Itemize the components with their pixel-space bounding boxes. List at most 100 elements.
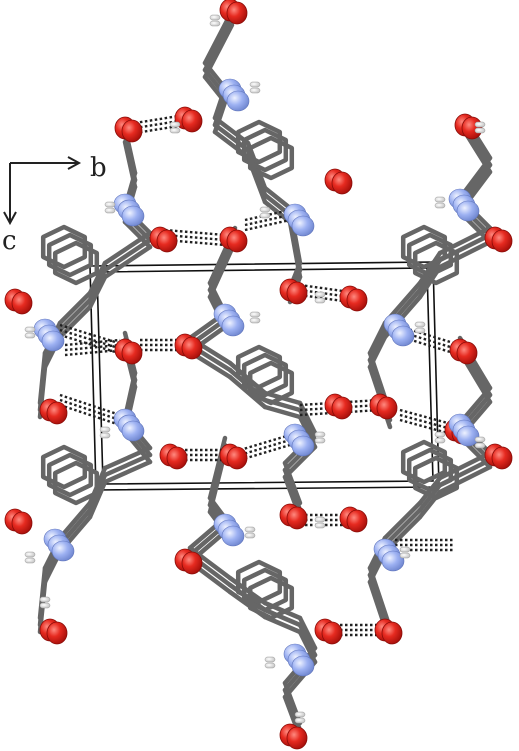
carbon-bond bbox=[102, 452, 153, 478]
carbon-bond bbox=[282, 467, 303, 513]
hydrogen-bond bbox=[164, 228, 226, 237]
oxygen-atom bbox=[331, 396, 353, 420]
carbon-bond bbox=[102, 230, 153, 266]
oxygen-atom bbox=[46, 401, 68, 425]
carbon-bond bbox=[297, 400, 318, 436]
nitrogen-atom bbox=[221, 525, 245, 547]
hydrogen-atom bbox=[264, 662, 276, 669]
hydrogen-atom bbox=[434, 202, 446, 209]
hydrogen-atom bbox=[169, 121, 181, 128]
oxygen-atom bbox=[121, 119, 143, 143]
hydrogen-atom bbox=[474, 436, 486, 443]
hydrogen-atom bbox=[399, 552, 411, 559]
benzene-ring bbox=[247, 135, 295, 181]
oxygen-atom bbox=[376, 396, 398, 420]
benzene-ring bbox=[400, 224, 448, 270]
carbon-bond bbox=[297, 615, 318, 651]
nitrogen-atom bbox=[381, 550, 405, 572]
hydrogen-atom bbox=[99, 426, 111, 433]
hydrogen-atom bbox=[434, 437, 446, 444]
hydrogen-atom bbox=[314, 297, 326, 304]
hydrogen-atom bbox=[24, 557, 36, 564]
benzene-ring bbox=[241, 352, 289, 398]
hydrogen-atom bbox=[259, 206, 271, 213]
nitrogen-atom bbox=[291, 435, 315, 457]
hydrogen-atom bbox=[294, 717, 306, 724]
nitrogen-atom bbox=[226, 90, 250, 112]
carbon-bond bbox=[102, 445, 153, 471]
oxygen-atom bbox=[286, 281, 308, 305]
hydrogen-bond bbox=[64, 343, 121, 352]
carbon-bond bbox=[437, 239, 493, 270]
hydrogen-atom bbox=[249, 317, 261, 324]
benzene-ring bbox=[235, 559, 283, 605]
hydrogen-atom bbox=[474, 127, 486, 134]
carbon-bond bbox=[87, 274, 108, 310]
hydrogen-atom bbox=[24, 326, 36, 333]
benzene-ring bbox=[40, 224, 88, 270]
carbon-bond bbox=[57, 500, 93, 541]
benzene-ring bbox=[235, 344, 283, 390]
nitrogen-atom bbox=[121, 420, 145, 442]
hydrogen-atom bbox=[24, 332, 36, 339]
carbon-bond bbox=[87, 260, 108, 296]
benzene-ring bbox=[400, 439, 448, 485]
carbon-bond bbox=[102, 244, 153, 280]
benzene-ring bbox=[406, 447, 454, 493]
benzene-ring bbox=[241, 567, 289, 613]
hydrogen-atom bbox=[259, 212, 271, 219]
carbon-bond bbox=[262, 607, 303, 628]
hydrogen-bond bbox=[239, 438, 291, 457]
benzene-ring bbox=[46, 232, 94, 278]
hydrogen-atom bbox=[244, 532, 256, 539]
carbon-bond bbox=[437, 232, 493, 263]
carbon-bond bbox=[262, 185, 293, 211]
oxygen-atom bbox=[286, 506, 308, 530]
atom-layer bbox=[4, 0, 513, 750]
hydrogen-atom bbox=[314, 522, 326, 529]
hydrogen-atom bbox=[244, 526, 256, 533]
oxygen-atom bbox=[226, 446, 248, 470]
hydrogen-atom bbox=[209, 20, 221, 27]
nitrogen-atom bbox=[291, 655, 315, 677]
oxygen-atom bbox=[156, 229, 178, 253]
carbon-bond bbox=[382, 500, 423, 541]
benzene-ring bbox=[241, 127, 289, 173]
hydrogen-atom bbox=[249, 81, 261, 88]
oxygen-atom bbox=[46, 621, 68, 645]
axis-indicator: b c bbox=[2, 153, 107, 256]
carbon-bond bbox=[57, 290, 93, 326]
hydrogen-atom bbox=[314, 291, 326, 298]
hydrogen-atom bbox=[294, 711, 306, 718]
hydrogen-atom bbox=[39, 602, 51, 609]
benzene-ring bbox=[412, 455, 460, 501]
hydrogen-bond bbox=[59, 323, 126, 347]
hydrogen-atom bbox=[99, 432, 111, 439]
carbon-bond bbox=[382, 507, 423, 548]
oxygen-atom bbox=[181, 336, 203, 360]
carbon-bond bbox=[262, 404, 303, 420]
benzene-ring bbox=[406, 232, 454, 278]
hydrogen-atom bbox=[474, 442, 486, 449]
carbon-bond bbox=[437, 450, 493, 481]
nitrogen-atom bbox=[221, 315, 245, 337]
carbon-bond bbox=[282, 687, 303, 733]
oxygen-atom bbox=[346, 509, 368, 533]
benzene-ring bbox=[412, 240, 460, 286]
benzene-ring bbox=[52, 240, 100, 286]
nitrogen-atom bbox=[391, 325, 415, 347]
hydrogen-atom bbox=[104, 207, 116, 214]
axis-c-label: c bbox=[2, 226, 17, 256]
nitrogen-atom bbox=[456, 425, 480, 447]
hydrogen-atom bbox=[434, 196, 446, 203]
hydrogen-atom bbox=[314, 437, 326, 444]
oxygen-atom bbox=[456, 341, 478, 365]
hydrogen-atom bbox=[414, 327, 426, 334]
hydrogen-atom bbox=[209, 14, 221, 21]
carbon-bond bbox=[437, 464, 493, 495]
carbon-bond bbox=[202, 15, 235, 73]
nitrogen-atom bbox=[291, 215, 315, 237]
nitrogen-atom bbox=[121, 205, 145, 227]
hydrogen-bond bbox=[239, 433, 291, 452]
